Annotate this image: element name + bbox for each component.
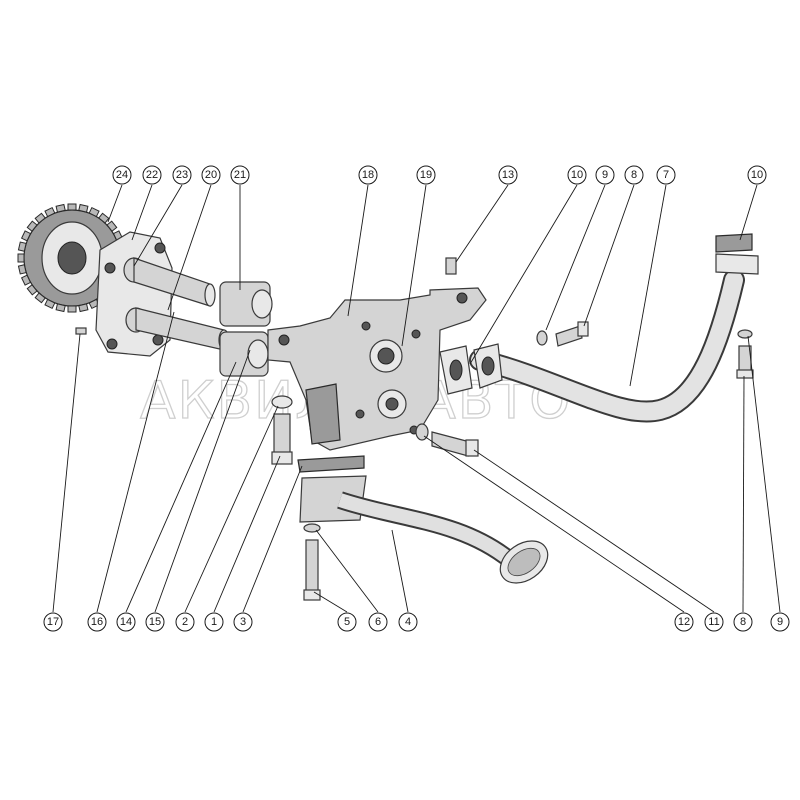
callout-19: 19 (416, 165, 436, 185)
svg-text:23: 23 (176, 169, 188, 181)
bolt-8-washer-9 (536, 321, 589, 347)
callout-1: 1 (204, 612, 224, 632)
gear-tooth (44, 298, 56, 310)
svg-text:20: 20 (205, 169, 217, 181)
callout-6: 6 (368, 612, 388, 632)
svg-text:16: 16 (91, 616, 103, 628)
pump-housing-18 (267, 287, 487, 451)
gear-tooth (34, 292, 46, 304)
svg-text:11: 11 (708, 616, 719, 628)
callout-11: 11 (704, 612, 724, 632)
callout-24: 24 (112, 165, 132, 185)
callout-3: 3 (233, 612, 253, 632)
gear-tooth (20, 274, 32, 286)
svg-text:9: 9 (777, 616, 783, 628)
svg-text:3: 3 (240, 616, 246, 628)
svg-text:8: 8 (740, 616, 746, 628)
pump-shafts (133, 257, 230, 351)
svg-text:22: 22 (146, 169, 158, 181)
svg-text:10: 10 (571, 169, 583, 181)
bolt-5-washer-6 (303, 523, 321, 601)
gear-tooth (98, 212, 110, 224)
gear-tooth (20, 230, 32, 242)
svg-text:8: 8 (631, 169, 637, 181)
callout-9-bottom: 9 (770, 612, 790, 632)
callout-10-right: 10 (747, 165, 767, 185)
callout-21: 21 (230, 165, 250, 185)
svg-text:21: 21 (234, 169, 246, 181)
callout-18: 18 (358, 165, 378, 185)
svg-text:15: 15 (149, 616, 161, 628)
svg-text:2: 2 (182, 616, 188, 628)
callout-10-left: 10 (567, 165, 587, 185)
svg-text:9: 9 (602, 169, 608, 181)
gear-tooth (88, 206, 100, 218)
callout-23: 23 (172, 165, 192, 185)
pump-cover-flange (95, 231, 173, 357)
callout-14: 14 (116, 612, 136, 632)
callout-4: 4 (398, 612, 418, 632)
gear-tooth (17, 241, 27, 252)
callout-8-bottom: 8 (733, 612, 753, 632)
svg-text:10: 10 (751, 169, 763, 181)
svg-text:24: 24 (116, 169, 128, 181)
callout-12: 12 (674, 612, 694, 632)
callout-17: 17 (43, 612, 63, 632)
gear-tooth (67, 203, 77, 211)
callout-2: 2 (175, 612, 195, 632)
svg-text:7: 7 (663, 169, 669, 181)
svg-text:4: 4 (405, 616, 411, 628)
gear-tooth (17, 264, 27, 275)
gear-tooth (67, 305, 77, 313)
callout-22: 22 (142, 165, 162, 185)
bolt-1-washer-2 (271, 395, 293, 465)
gear-tooth (78, 203, 89, 213)
callout-13: 13 (498, 165, 518, 185)
gear-tooth (55, 303, 66, 313)
svg-text:13: 13 (502, 169, 514, 181)
callout-7: 7 (656, 165, 676, 185)
svg-text:1: 1 (211, 616, 217, 628)
callout-16: 16 (87, 612, 107, 632)
svg-text:14: 14 (120, 616, 132, 628)
gear-tooth (78, 303, 89, 313)
callout-15: 15 (145, 612, 165, 632)
intake-pipe-4 (297, 455, 549, 584)
callout-9-top: 9 (595, 165, 615, 185)
callout-20: 20 (201, 165, 221, 185)
dowel-pin-17 (75, 327, 87, 335)
leader-lines (52, 184, 781, 613)
svg-text:19: 19 (420, 169, 432, 181)
callout-5: 5 (337, 612, 357, 632)
gear-tooth (44, 206, 56, 218)
bolt-8-washer-9-right (736, 329, 754, 379)
svg-text:17: 17 (47, 616, 59, 628)
dowel-pin-13 (445, 257, 457, 275)
gear-tooth (55, 203, 66, 213)
gear-tooth (17, 253, 25, 263)
svg-text:12: 12 (678, 616, 690, 628)
gear-tooth (34, 212, 46, 224)
callout-8-top: 8 (624, 165, 644, 185)
gear-tooth (26, 284, 38, 296)
gear-tooth (106, 220, 118, 232)
gear-tooth (26, 220, 38, 232)
pressure-pipe-7 (439, 233, 759, 423)
svg-text:6: 6 (375, 616, 381, 628)
pump-gears-21 (219, 281, 273, 377)
svg-text:5: 5 (344, 616, 350, 628)
svg-text:18: 18 (362, 169, 374, 181)
